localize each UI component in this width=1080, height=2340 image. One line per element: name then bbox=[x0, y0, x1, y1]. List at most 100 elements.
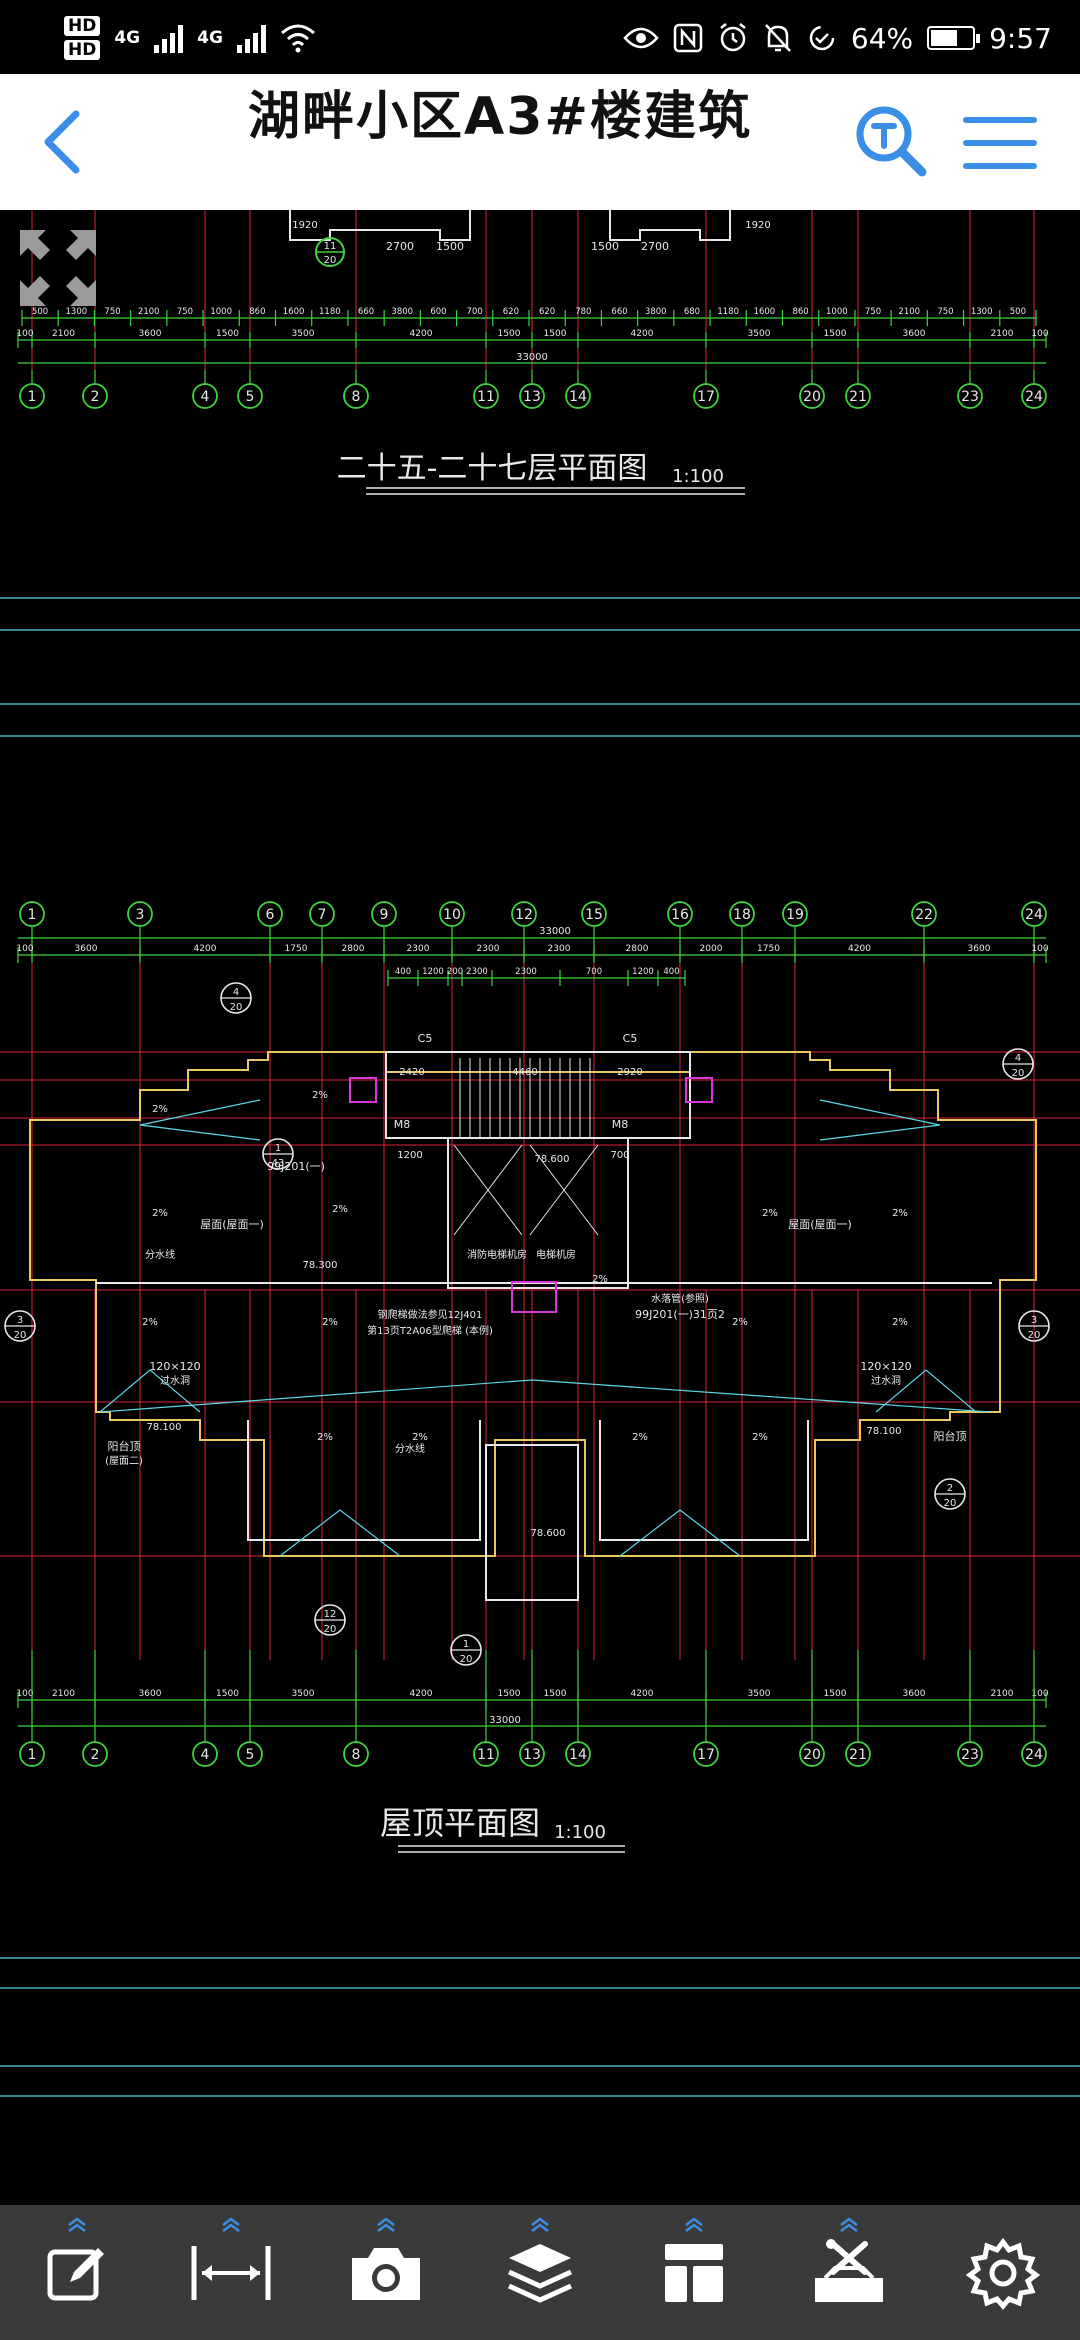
elevator-room-label: 电梯机房 bbox=[536, 1248, 576, 1261]
annotate-button[interactable] bbox=[17, 2213, 137, 2333]
roof-bottom-axis-bubble bbox=[565, 1741, 591, 1767]
roof-small-dims-text: 1200 bbox=[632, 967, 654, 977]
back-button[interactable] bbox=[30, 106, 100, 178]
settings-icon bbox=[965, 2237, 1040, 2310]
roof-bottom-axis-bubble bbox=[693, 1741, 719, 1767]
upper-dim-row1-text: 1180 bbox=[717, 307, 739, 317]
detail-ref-top: 1 bbox=[463, 1639, 469, 1650]
axis-bubble bbox=[565, 383, 591, 409]
roof-bottom-total: 33000 bbox=[489, 1715, 521, 1726]
roof-top-dims-text: 2300 bbox=[548, 944, 571, 954]
layers-button[interactable] bbox=[480, 2213, 600, 2333]
tools-button[interactable] bbox=[789, 2213, 909, 2333]
balcony-label-left-sub: (屋面二) bbox=[105, 1455, 143, 1467]
alarm-icon bbox=[720, 23, 746, 52]
detail-ref-bottom: 20 bbox=[1012, 1068, 1025, 1079]
roof-top-dims-text: 100 bbox=[1031, 944, 1048, 954]
roof-top-dims-text: 3600 bbox=[75, 944, 98, 954]
camera-button[interactable] bbox=[326, 2213, 446, 2333]
roof-bottom-dims-text: 3600 bbox=[903, 1689, 926, 1699]
roof-top-dims-text: 1750 bbox=[757, 944, 780, 954]
elevation-mark: 78.600 bbox=[535, 1154, 570, 1165]
upper-dim-row1-text: 660 bbox=[611, 307, 627, 317]
upper-dim-row1-text: 860 bbox=[792, 307, 808, 317]
roof-axis-label: 3 bbox=[136, 907, 145, 923]
vent bbox=[349, 1077, 377, 1103]
signal-icon bbox=[154, 23, 184, 53]
measure-button[interactable] bbox=[171, 2213, 291, 2333]
slope-label: 2% bbox=[312, 1090, 328, 1101]
roof-bottom-axis-bubble bbox=[1021, 1741, 1047, 1767]
axis-label: 11 bbox=[477, 389, 495, 405]
network-type-2: 4G bbox=[197, 28, 223, 48]
roof-bottom-dims-text: 100 bbox=[16, 1689, 33, 1699]
balcony-label-left: 阳台顶 bbox=[108, 1439, 141, 1453]
upper-dim-row2-text: 1500 bbox=[824, 329, 847, 339]
drain-label-left-sub: 过水洞 bbox=[160, 1374, 190, 1387]
upper-dim-row1-text: 3800 bbox=[645, 307, 667, 317]
upper-dim-row2-text: 2100 bbox=[991, 329, 1014, 339]
slope-label: 2% bbox=[412, 1432, 428, 1443]
roof-bottom-axis-bubble bbox=[343, 1741, 369, 1767]
elevation-mark: 78.600 bbox=[531, 1528, 566, 1539]
axis-label: 23 bbox=[961, 389, 979, 405]
detail-ref-top: 1 bbox=[275, 1143, 281, 1154]
axis-label: 14 bbox=[569, 389, 587, 405]
roof-bottom-axis-label: 21 bbox=[849, 1747, 867, 1763]
roof-bottom-dims-text: 3500 bbox=[292, 1689, 315, 1699]
fullscreen-button[interactable] bbox=[14, 224, 102, 312]
settings-button[interactable] bbox=[943, 2213, 1063, 2333]
detail-ref-bottom: 20 bbox=[324, 255, 337, 266]
layout-button[interactable] bbox=[634, 2213, 754, 2333]
axis-label: 24 bbox=[1025, 389, 1043, 405]
upper-dim-row1-text: 1000 bbox=[210, 307, 232, 317]
upper-plan-title: 二十五-二十七层平面图 bbox=[337, 451, 648, 486]
center-note-1: 钢爬梯做法参见12J401 bbox=[378, 1308, 483, 1321]
window-label: C5 bbox=[418, 1032, 433, 1045]
roof-bottom-axis-label: 14 bbox=[569, 1747, 587, 1763]
slope-label: 2% bbox=[152, 1104, 168, 1115]
menu-button[interactable] bbox=[960, 108, 1040, 178]
window-label: C5 bbox=[623, 1032, 638, 1045]
roof-bottom-axis-label: 1 bbox=[28, 1747, 37, 1763]
roof-label-right: 屋面(屋面一) bbox=[788, 1218, 852, 1231]
slope-label: 2% bbox=[322, 1317, 338, 1328]
upper-dim-row1-text: 3800 bbox=[391, 307, 413, 317]
roof-axis-label: 7 bbox=[318, 907, 327, 923]
roof-top-dims-text: 100 bbox=[16, 944, 33, 954]
axis-bubble bbox=[693, 383, 719, 409]
roof-small-dims-text: 2300 bbox=[515, 967, 537, 977]
wall-fragment-left bbox=[289, 210, 471, 241]
axis-bubble bbox=[519, 383, 545, 409]
roof-axis-label: 15 bbox=[585, 907, 603, 923]
roof-top-dims-text: 4200 bbox=[848, 944, 871, 954]
battery-fill bbox=[931, 30, 957, 46]
slope-label: 2% bbox=[152, 1208, 168, 1219]
roof-top-dims-text: 1750 bbox=[285, 944, 308, 954]
detail-ref-bottom: 20 bbox=[1028, 1330, 1041, 1341]
roof-bottom-dims-text: 1500 bbox=[216, 1689, 239, 1699]
drain-label-right: 120×120 bbox=[860, 1360, 911, 1373]
expand-up-icon bbox=[68, 2216, 86, 2232]
core-top bbox=[385, 1051, 691, 1139]
axis-label: 5 bbox=[246, 389, 255, 405]
axis-bubble bbox=[957, 383, 983, 409]
gutter-label-right: 分水线 bbox=[395, 1442, 425, 1455]
axis-bubble bbox=[473, 383, 499, 409]
roof-bottom-dims-text: 1500 bbox=[498, 1689, 521, 1699]
roof-small-dims-text: 400 bbox=[395, 967, 411, 977]
slope-label: 2% bbox=[632, 1432, 648, 1443]
roof-bottom-dims-text: 100 bbox=[1031, 1689, 1048, 1699]
roof-axis-label: 22 bbox=[915, 907, 933, 923]
text-search-button[interactable] bbox=[852, 102, 932, 182]
slope-label: 2% bbox=[592, 1274, 608, 1285]
drain-slopes bbox=[99, 1369, 977, 1413]
upper-plan-scale: 1:100 bbox=[672, 466, 724, 487]
roof-top-dims-text: 2000 bbox=[700, 944, 723, 954]
camera-icon bbox=[351, 2247, 420, 2300]
roof-axis-label: 1 bbox=[28, 907, 37, 923]
nfc-icon bbox=[673, 23, 703, 53]
roof-top-total: 33000 bbox=[539, 926, 571, 937]
